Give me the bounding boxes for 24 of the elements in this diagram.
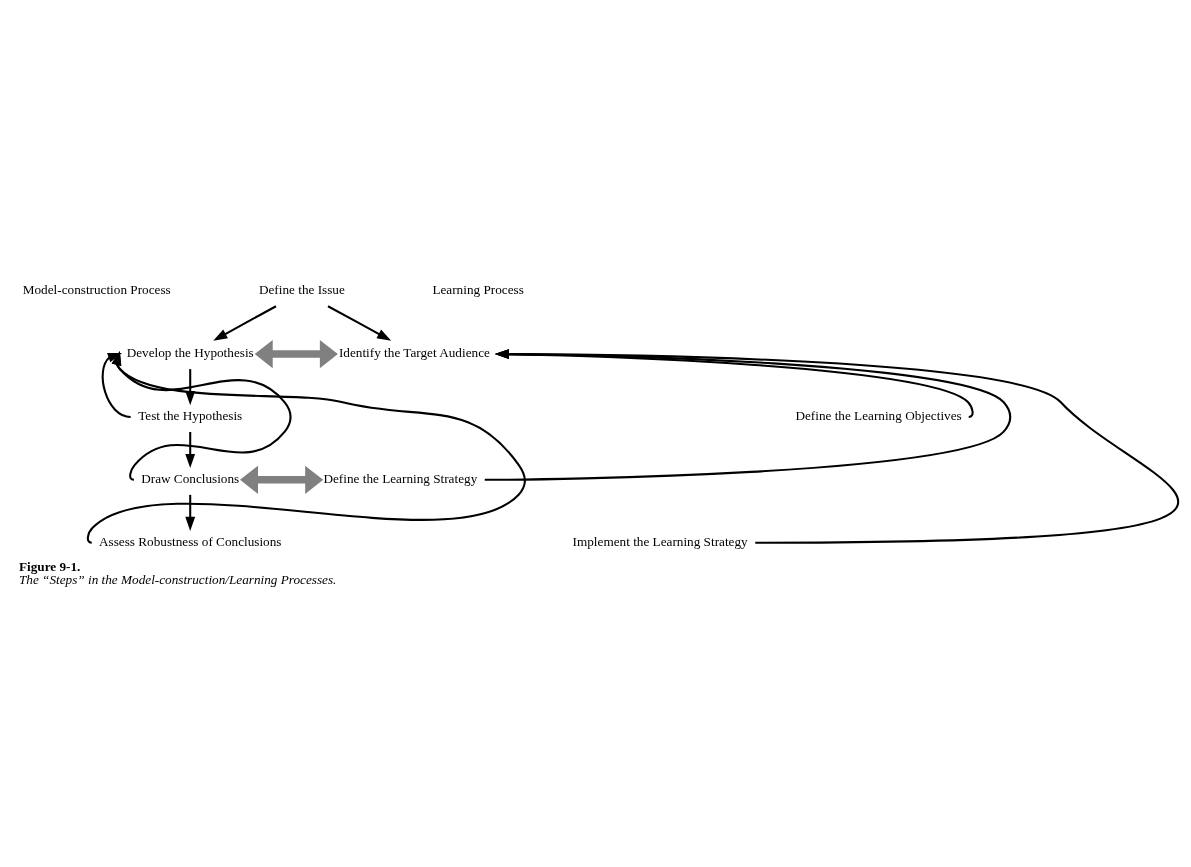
arrow xyxy=(213,305,277,341)
node-text: Identify the Target Audience xyxy=(338,345,490,361)
node-text: Define the Learning Objectives xyxy=(795,408,962,424)
node-text: Implement the Learning Strategy xyxy=(572,533,748,549)
node-text: Assess Robustness of Conclusions xyxy=(98,533,282,549)
arrow xyxy=(185,494,196,531)
arrow xyxy=(327,305,392,341)
arrow xyxy=(185,432,196,468)
arrow xyxy=(494,349,1178,544)
label: Learning Process xyxy=(432,282,524,298)
node-text: Test the Hypothesis xyxy=(138,408,243,424)
arrow xyxy=(494,349,974,418)
label: Model-construction Process xyxy=(22,282,171,298)
node-text: Define the Issue xyxy=(258,282,345,298)
arrow xyxy=(484,349,1011,481)
diagram-title: Figure 9-1. xyxy=(18,558,81,574)
arrow xyxy=(254,339,338,369)
arrow xyxy=(111,351,292,481)
arrow xyxy=(101,352,131,418)
node-text: Define the Learning Strategy xyxy=(323,470,478,486)
node-text: Develop the Hypothesis xyxy=(126,345,254,361)
node-text: Draw Conclusions xyxy=(141,470,240,486)
arrow xyxy=(87,351,526,544)
arrow xyxy=(240,465,324,494)
